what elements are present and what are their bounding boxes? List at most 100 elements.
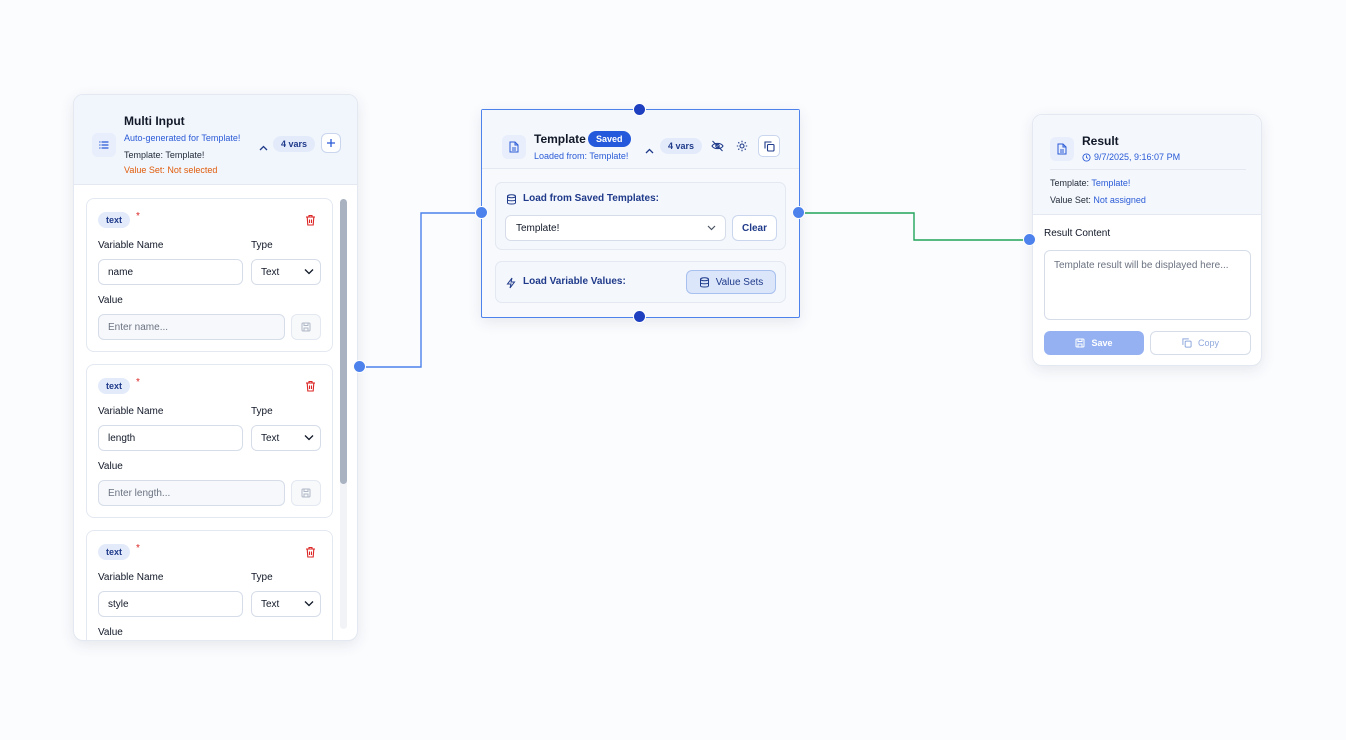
edge-template-to-result	[799, 212, 1030, 241]
chevron-down-icon	[707, 225, 716, 231]
variable-type-badge: text	[98, 378, 131, 394]
value-label: Value	[98, 627, 123, 638]
copy-button[interactable]: Copy	[1150, 331, 1251, 355]
header-divider	[1050, 169, 1246, 170]
copy-icon	[763, 140, 775, 152]
clock-icon	[1082, 152, 1091, 162]
save-button[interactable]: Save	[1044, 331, 1144, 355]
multi-input-output-handle[interactable]	[353, 360, 366, 373]
type-label: Type	[251, 240, 273, 251]
save-value-button[interactable]	[291, 314, 321, 340]
template-value: Template!	[1091, 178, 1131, 188]
trash-icon[interactable]	[305, 545, 316, 563]
required-mark: *	[136, 377, 140, 388]
gear-icon[interactable]	[736, 139, 748, 157]
save-icon	[301, 322, 311, 332]
eye-off-icon[interactable]	[711, 139, 724, 157]
variable-name-input[interactable]: style	[98, 591, 243, 617]
document-icon	[502, 135, 526, 159]
load-variable-values-title: Load Variable Values:	[523, 276, 626, 287]
value-set-value: Not assigned	[1093, 195, 1146, 205]
load-variable-values-section: Load Variable Values: Value Sets	[495, 261, 786, 303]
multi-input-valueset-line: Value Set: Not selected	[124, 165, 217, 175]
chevron-down-icon	[304, 435, 314, 441]
edge-multi-to-template	[360, 212, 481, 368]
load-saved-templates-title: Load from Saved Templates:	[523, 193, 659, 204]
save-icon	[301, 488, 311, 498]
collapse-chevron-icon[interactable]	[645, 141, 654, 159]
database-icon	[507, 194, 516, 205]
variable-type-badge: text	[98, 544, 131, 560]
multi-input-node[interactable]: Multi Input Auto-generated for Template!…	[73, 94, 358, 641]
template-input-handle[interactable]	[475, 206, 488, 219]
vars-count-badge: 4 vars	[273, 136, 316, 152]
variable-name-input[interactable]: length	[98, 425, 243, 451]
variable-name-label: Variable Name	[98, 240, 164, 251]
collapse-chevron-icon[interactable]	[259, 138, 268, 156]
value-sets-label: Value Sets	[715, 276, 764, 288]
trash-icon[interactable]	[305, 379, 316, 397]
database-icon	[699, 276, 709, 287]
scrollbar-thumb[interactable]	[340, 199, 347, 484]
template-label: Template:	[124, 150, 164, 160]
result-valueset-line: Value Set: Not assigned	[1050, 195, 1146, 205]
template-node[interactable]: Template Saved Loaded from: Template! 4 …	[481, 109, 800, 318]
required-mark: *	[136, 543, 140, 554]
add-variable-button[interactable]	[321, 133, 341, 153]
variable-type-badge: text	[98, 212, 131, 228]
multi-input-header: Multi Input Auto-generated for Template!…	[74, 95, 357, 185]
type-select-value: Text	[261, 433, 280, 444]
type-select[interactable]: Text	[251, 591, 321, 617]
multi-input-template-line: Template: Template!	[124, 150, 204, 160]
type-select[interactable]: Text	[251, 259, 321, 285]
type-label: Type	[251, 406, 273, 417]
template-top-handle[interactable]	[633, 103, 646, 116]
chevron-down-icon	[304, 269, 314, 275]
variable-name-input[interactable]: name	[98, 259, 243, 285]
result-header: Result 9/7/2025, 9:16:07 PM Template: Te…	[1033, 115, 1261, 215]
result-node[interactable]: Result 9/7/2025, 9:16:07 PM Template: Te…	[1032, 114, 1262, 366]
copy-icon	[1182, 338, 1192, 348]
clear-button[interactable]: Clear	[732, 215, 777, 241]
multi-input-title: Multi Input	[124, 114, 185, 128]
vars-count-badge: 4 vars	[660, 138, 703, 154]
copy-label: Copy	[1197, 338, 1219, 348]
variable-card: text * Variable Name Type length Text Va…	[86, 364, 333, 518]
variable-name-label: Variable Name	[98, 406, 164, 417]
saved-template-select-value: Template!	[516, 223, 560, 234]
chevron-down-icon	[304, 601, 314, 607]
duplicate-button[interactable]	[758, 135, 780, 157]
value-input[interactable]: Enter length...	[98, 480, 285, 506]
value-set-label: Value Set:	[1050, 195, 1091, 205]
save-value-button[interactable]	[291, 480, 321, 506]
value-set-label: Value Set:	[124, 165, 165, 175]
save-label: Save	[1091, 338, 1113, 348]
template-output-handle[interactable]	[792, 206, 805, 219]
document-icon	[1050, 137, 1074, 161]
type-select-value: Text	[261, 599, 280, 610]
variable-card: text * Variable Name Type name Text Valu…	[86, 198, 333, 352]
result-input-handle[interactable]	[1023, 233, 1036, 246]
required-mark: *	[136, 211, 140, 222]
value-label: Value	[98, 295, 123, 306]
trash-icon[interactable]	[305, 213, 316, 231]
type-select-value: Text	[261, 267, 280, 278]
multi-input-subtitle: Auto-generated for Template!	[124, 133, 241, 143]
result-content-textarea[interactable]: Template result will be displayed here..…	[1044, 250, 1251, 320]
save-icon	[1075, 338, 1085, 348]
type-select[interactable]: Text	[251, 425, 321, 451]
saved-template-select[interactable]: Template!	[505, 215, 726, 241]
template-title: Template	[534, 132, 586, 146]
value-sets-button[interactable]: Value Sets	[686, 270, 776, 294]
template-bottom-handle[interactable]	[633, 310, 646, 323]
template-subtitle: Loaded from: Template!	[534, 151, 629, 161]
value-input[interactable]: Enter name...	[98, 314, 285, 340]
lightning-icon	[506, 277, 516, 289]
result-timestamp-line: 9/7/2025, 9:16:07 PM	[1082, 152, 1180, 162]
value-set-value: Not selected	[167, 165, 218, 175]
type-label: Type	[251, 572, 273, 583]
variable-card: text * Variable Name Type style Text Val…	[86, 530, 333, 640]
variable-name-label: Variable Name	[98, 572, 164, 583]
plus-icon	[327, 139, 335, 147]
